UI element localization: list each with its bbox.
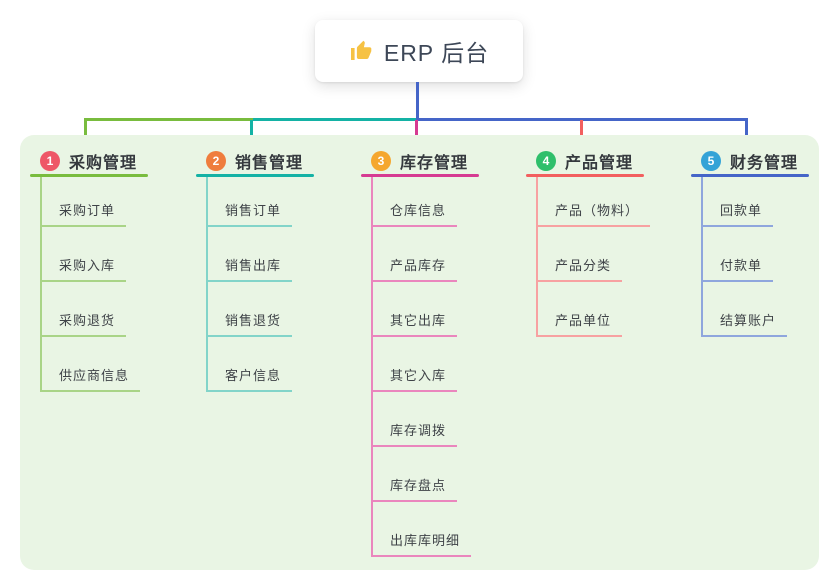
branch-product-underline	[526, 174, 644, 177]
thumbs-up-icon	[350, 40, 372, 60]
child-node[interactable]: 结算账户	[703, 282, 788, 337]
connector-bus-blue	[416, 118, 748, 121]
child-node[interactable]: 产品（物料）	[538, 177, 651, 227]
child-node[interactable]: 客户信息	[208, 337, 293, 392]
child-node[interactable]: 采购退货	[42, 282, 127, 337]
branch-finance-underline	[691, 174, 809, 177]
child-node[interactable]: 回款单	[703, 177, 774, 227]
child-node[interactable]: 出库库明细	[373, 502, 472, 557]
branch-purchase-underline	[30, 174, 148, 177]
branch-finance-title[interactable]: 5 财务管理	[691, 148, 809, 174]
badge-3: 3	[371, 151, 391, 171]
branch-inventory-title[interactable]: 3 库存管理	[361, 148, 479, 174]
branch-sales-label: 销售管理	[235, 155, 304, 172]
badge-4: 4	[536, 151, 556, 171]
child-node[interactable]: 产品库存	[373, 227, 458, 282]
child-node[interactable]: 采购订单	[42, 177, 127, 227]
child-node[interactable]: 销售退货	[208, 282, 293, 337]
branch-product: 4 产品管理 产品（物料） 产品分类 产品单位	[526, 148, 651, 337]
child-node[interactable]: 仓库信息	[373, 177, 458, 227]
root-node[interactable]: ERP 后台	[315, 20, 523, 82]
branch-inventory: 3 库存管理 仓库信息 产品库存 其它出库 其它入库 库存调拨 库存盘点 出库库…	[361, 148, 479, 557]
branch-finance: 5 财务管理 回款单 付款单 结算账户	[691, 148, 809, 337]
branch-inventory-label: 库存管理	[400, 155, 469, 172]
badge-1: 1	[40, 151, 60, 171]
branch-sales-children: 销售订单 销售出库 销售退货 客户信息	[206, 177, 314, 392]
child-node[interactable]: 采购入库	[42, 227, 127, 282]
child-node[interactable]: 付款单	[703, 227, 774, 282]
branch-sales-underline	[196, 174, 314, 177]
child-node[interactable]: 销售出库	[208, 227, 293, 282]
child-node[interactable]: 产品分类	[538, 227, 623, 282]
branch-finance-children: 回款单 付款单 结算账户	[701, 177, 809, 337]
branch-sales: 2 销售管理 销售订单 销售出库 销售退货 客户信息	[196, 148, 314, 392]
branch-finance-label: 财务管理	[730, 155, 799, 172]
branch-purchase-children: 采购订单 采购入库 采购退货 供应商信息	[40, 177, 148, 392]
connector-bus-green	[84, 118, 253, 121]
branch-purchase-title[interactable]: 1 采购管理	[30, 148, 148, 174]
branch-product-title[interactable]: 4 产品管理	[526, 148, 644, 174]
child-node[interactable]: 库存盘点	[373, 447, 458, 502]
badge-2: 2	[206, 151, 226, 171]
root-label: ERP 后台	[383, 40, 490, 66]
child-node[interactable]: 其它入库	[373, 337, 458, 392]
branches-panel	[20, 135, 819, 570]
branch-inventory-children: 仓库信息 产品库存 其它出库 其它入库 库存调拨 库存盘点 出库库明细	[371, 177, 479, 557]
child-node[interactable]: 产品单位	[538, 282, 623, 337]
child-node[interactable]: 库存调拨	[373, 392, 458, 447]
child-node[interactable]: 供应商信息	[42, 337, 141, 392]
badge-5: 5	[701, 151, 721, 171]
child-node[interactable]: 其它出库	[373, 282, 458, 337]
connector-bus-teal	[253, 118, 416, 121]
branch-product-label: 产品管理	[565, 155, 634, 172]
branch-product-children: 产品（物料） 产品分类 产品单位	[536, 177, 651, 337]
branch-sales-title[interactable]: 2 销售管理	[196, 148, 314, 174]
child-node[interactable]: 销售订单	[208, 177, 293, 227]
branch-inventory-underline	[361, 174, 479, 177]
branch-purchase: 1 采购管理 采购订单 采购入库 采购退货 供应商信息	[30, 148, 148, 392]
connector-root-vertical	[416, 82, 419, 118]
branch-purchase-label: 采购管理	[69, 155, 138, 172]
